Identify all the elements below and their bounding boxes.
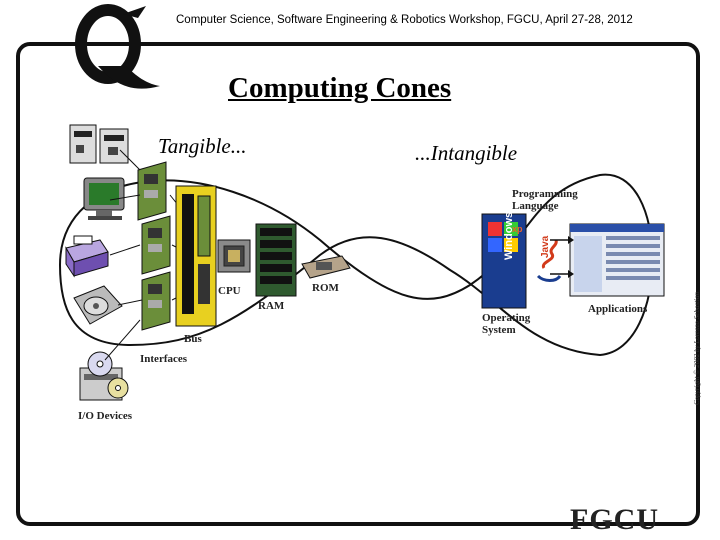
tangible-heading: Tangible... (158, 134, 247, 158)
slide-title: Computing Cones (228, 72, 452, 104)
fgcu-logo: FGCU (570, 503, 659, 536)
applications-label: Applications (588, 303, 648, 315)
rom-label: ROM (312, 282, 339, 294)
windows-xp-box-icon (481, 213, 527, 309)
applications-window-icon (569, 223, 665, 297)
windows-xp-badge: xp (512, 224, 523, 234)
interface-card-icon (137, 161, 167, 221)
intangible-heading: ...Intangible (415, 141, 518, 165)
interfaces-label: Interfaces (140, 353, 188, 365)
ram-module-icon (255, 223, 297, 297)
windows-logo-text: Windows (503, 211, 515, 260)
interface-card-icon (141, 215, 171, 275)
cpu-label: CPU (218, 285, 241, 297)
programming-language-label-line2: Language (512, 200, 559, 212)
arrows-to-applications (550, 236, 574, 278)
java-logo-icon (536, 239, 562, 282)
interface-card-icon (141, 271, 171, 331)
cones-outline (58, 173, 654, 357)
io-devices-label: I/O Devices (78, 410, 133, 422)
q-logo (75, 4, 160, 89)
rom-chip-icon (301, 255, 351, 279)
programming-language-label-line1: Programming (512, 188, 578, 200)
copyright-note: Copyright © 2002 by Lorenzo Sebastian (693, 292, 701, 405)
hard-disk-icon (73, 285, 123, 325)
operating-system-label-line2: System (482, 324, 516, 336)
ram-label: RAM (258, 300, 285, 312)
workshop-header: Computer Science, Software Engineering &… (176, 14, 633, 26)
bus-label: Bus (184, 333, 202, 345)
cd-drive-icon (79, 351, 129, 401)
slide-border (16, 42, 700, 526)
cpu-chip-icon (217, 239, 251, 273)
printer-icon (65, 235, 109, 278)
operating-system-label-line1: Operating (482, 312, 531, 324)
computer-tower-icon (69, 124, 129, 164)
bus-board-icon (175, 185, 217, 327)
